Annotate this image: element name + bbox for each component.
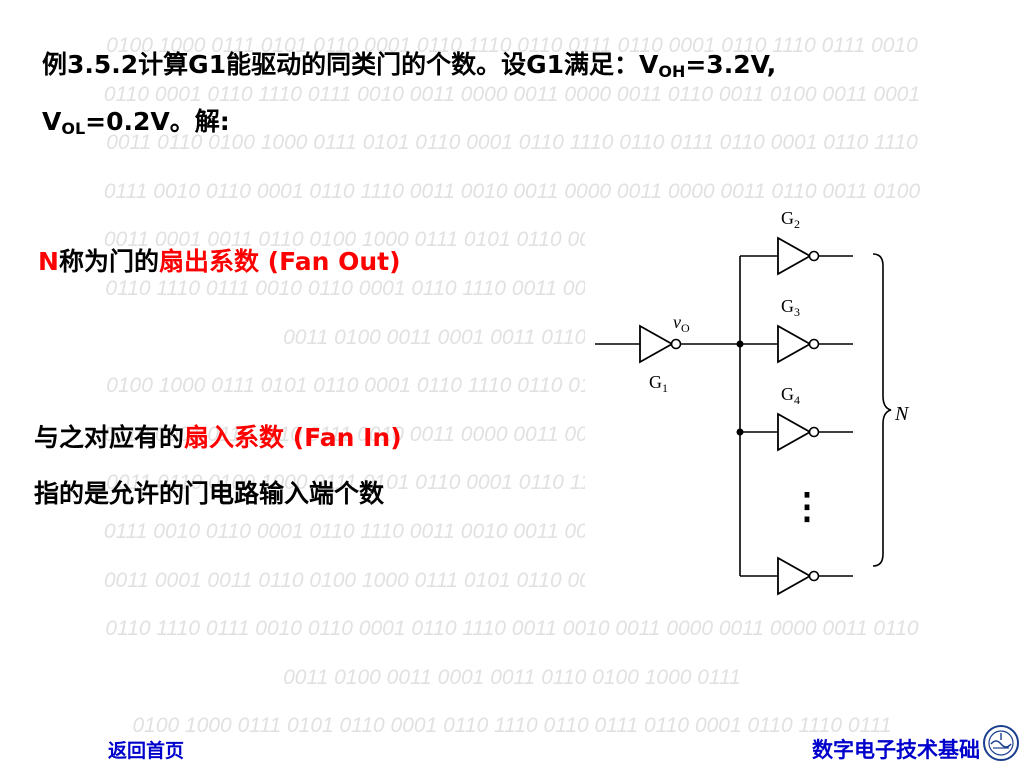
fanin-prefix: 与之对应有的 — [34, 423, 185, 452]
inverter-g1 — [639, 324, 682, 364]
g1-label: G1 — [649, 372, 668, 395]
fanout-circuit-diagram: G1 vO G2 G3 G4 N ⋮ — [585, 200, 945, 610]
circuit-wiring — [595, 253, 892, 577]
vol-subscript: OL — [61, 119, 86, 138]
vo-label: vO — [673, 312, 690, 335]
fanout-middle: 称为门的 — [58, 247, 159, 276]
fanin-intro: 与之对应有的扇入系数 (Fan In) — [34, 418, 402, 454]
binary-row: 0100 1000 0111 0101 0110 0001 0110 1110 … — [132, 714, 892, 738]
problem-title: 例3.5.2计算G1能驱动的同类门的个数。设G1满足：VOH=3.2V, VOL… — [42, 40, 1002, 154]
voh-subscript: OH — [658, 62, 686, 81]
vertical-ellipsis: ⋮ — [789, 486, 825, 526]
fanout-definition: N称为门的扇出系数 (Fan Out) — [38, 242, 401, 278]
binary-row: 0100 1000 0111 0101 0110 0001 0110 1110 … — [106, 34, 918, 57]
fanout-term: 扇出系数 (Fan Out) — [158, 247, 401, 276]
binary-row: 0011 0110 0100 1000 0111 0101 0110 0001 … — [106, 131, 918, 155]
inverter-g2 — [777, 236, 820, 276]
n-label: N — [894, 403, 910, 425]
inverter-gn — [777, 556, 820, 596]
course-name: 数字电子技术基础 — [812, 738, 980, 762]
inverter-g4 — [777, 412, 820, 452]
vol-symbol: V — [42, 107, 62, 136]
junction-dot — [736, 340, 744, 348]
university-seal-icon — [983, 725, 1019, 761]
fanin-term: 扇入系数 (Fan In) — [184, 423, 402, 452]
fanout-n: N — [38, 247, 59, 276]
g4-label: G4 — [781, 384, 800, 407]
voh-value: =3.2V, — [685, 50, 777, 79]
junction-dot — [736, 428, 744, 436]
title-prefix: 例3.5.2计算G1能驱动的同类门的个数。设G1满足：V — [42, 50, 659, 79]
circuit-svg: G1 vO G2 G3 G4 N ⋮ — [595, 208, 910, 596]
vol-value: =0.2V。解: — [85, 107, 230, 136]
binary-row: 0110 1110 0111 0010 0110 0001 0110 1110 … — [105, 617, 919, 641]
inverter-g3 — [777, 324, 820, 364]
fanin-definition: 指的是允许的门电路输入端个数 — [34, 479, 385, 508]
binary-row: 0011 0100 0011 0001 0011 0110 0100 1000 … — [283, 665, 741, 689]
binary-row: 0110 0001 0110 1110 0111 0010 0011 0000 … — [103, 82, 921, 106]
g2-label: G2 — [781, 208, 800, 231]
back-to-home-link[interactable]: 返回首页 — [108, 740, 185, 762]
g3-label: G3 — [781, 296, 800, 319]
binary-row: 0111 0010 0110 0001 0110 1110 0011 0010 … — [103, 179, 921, 203]
